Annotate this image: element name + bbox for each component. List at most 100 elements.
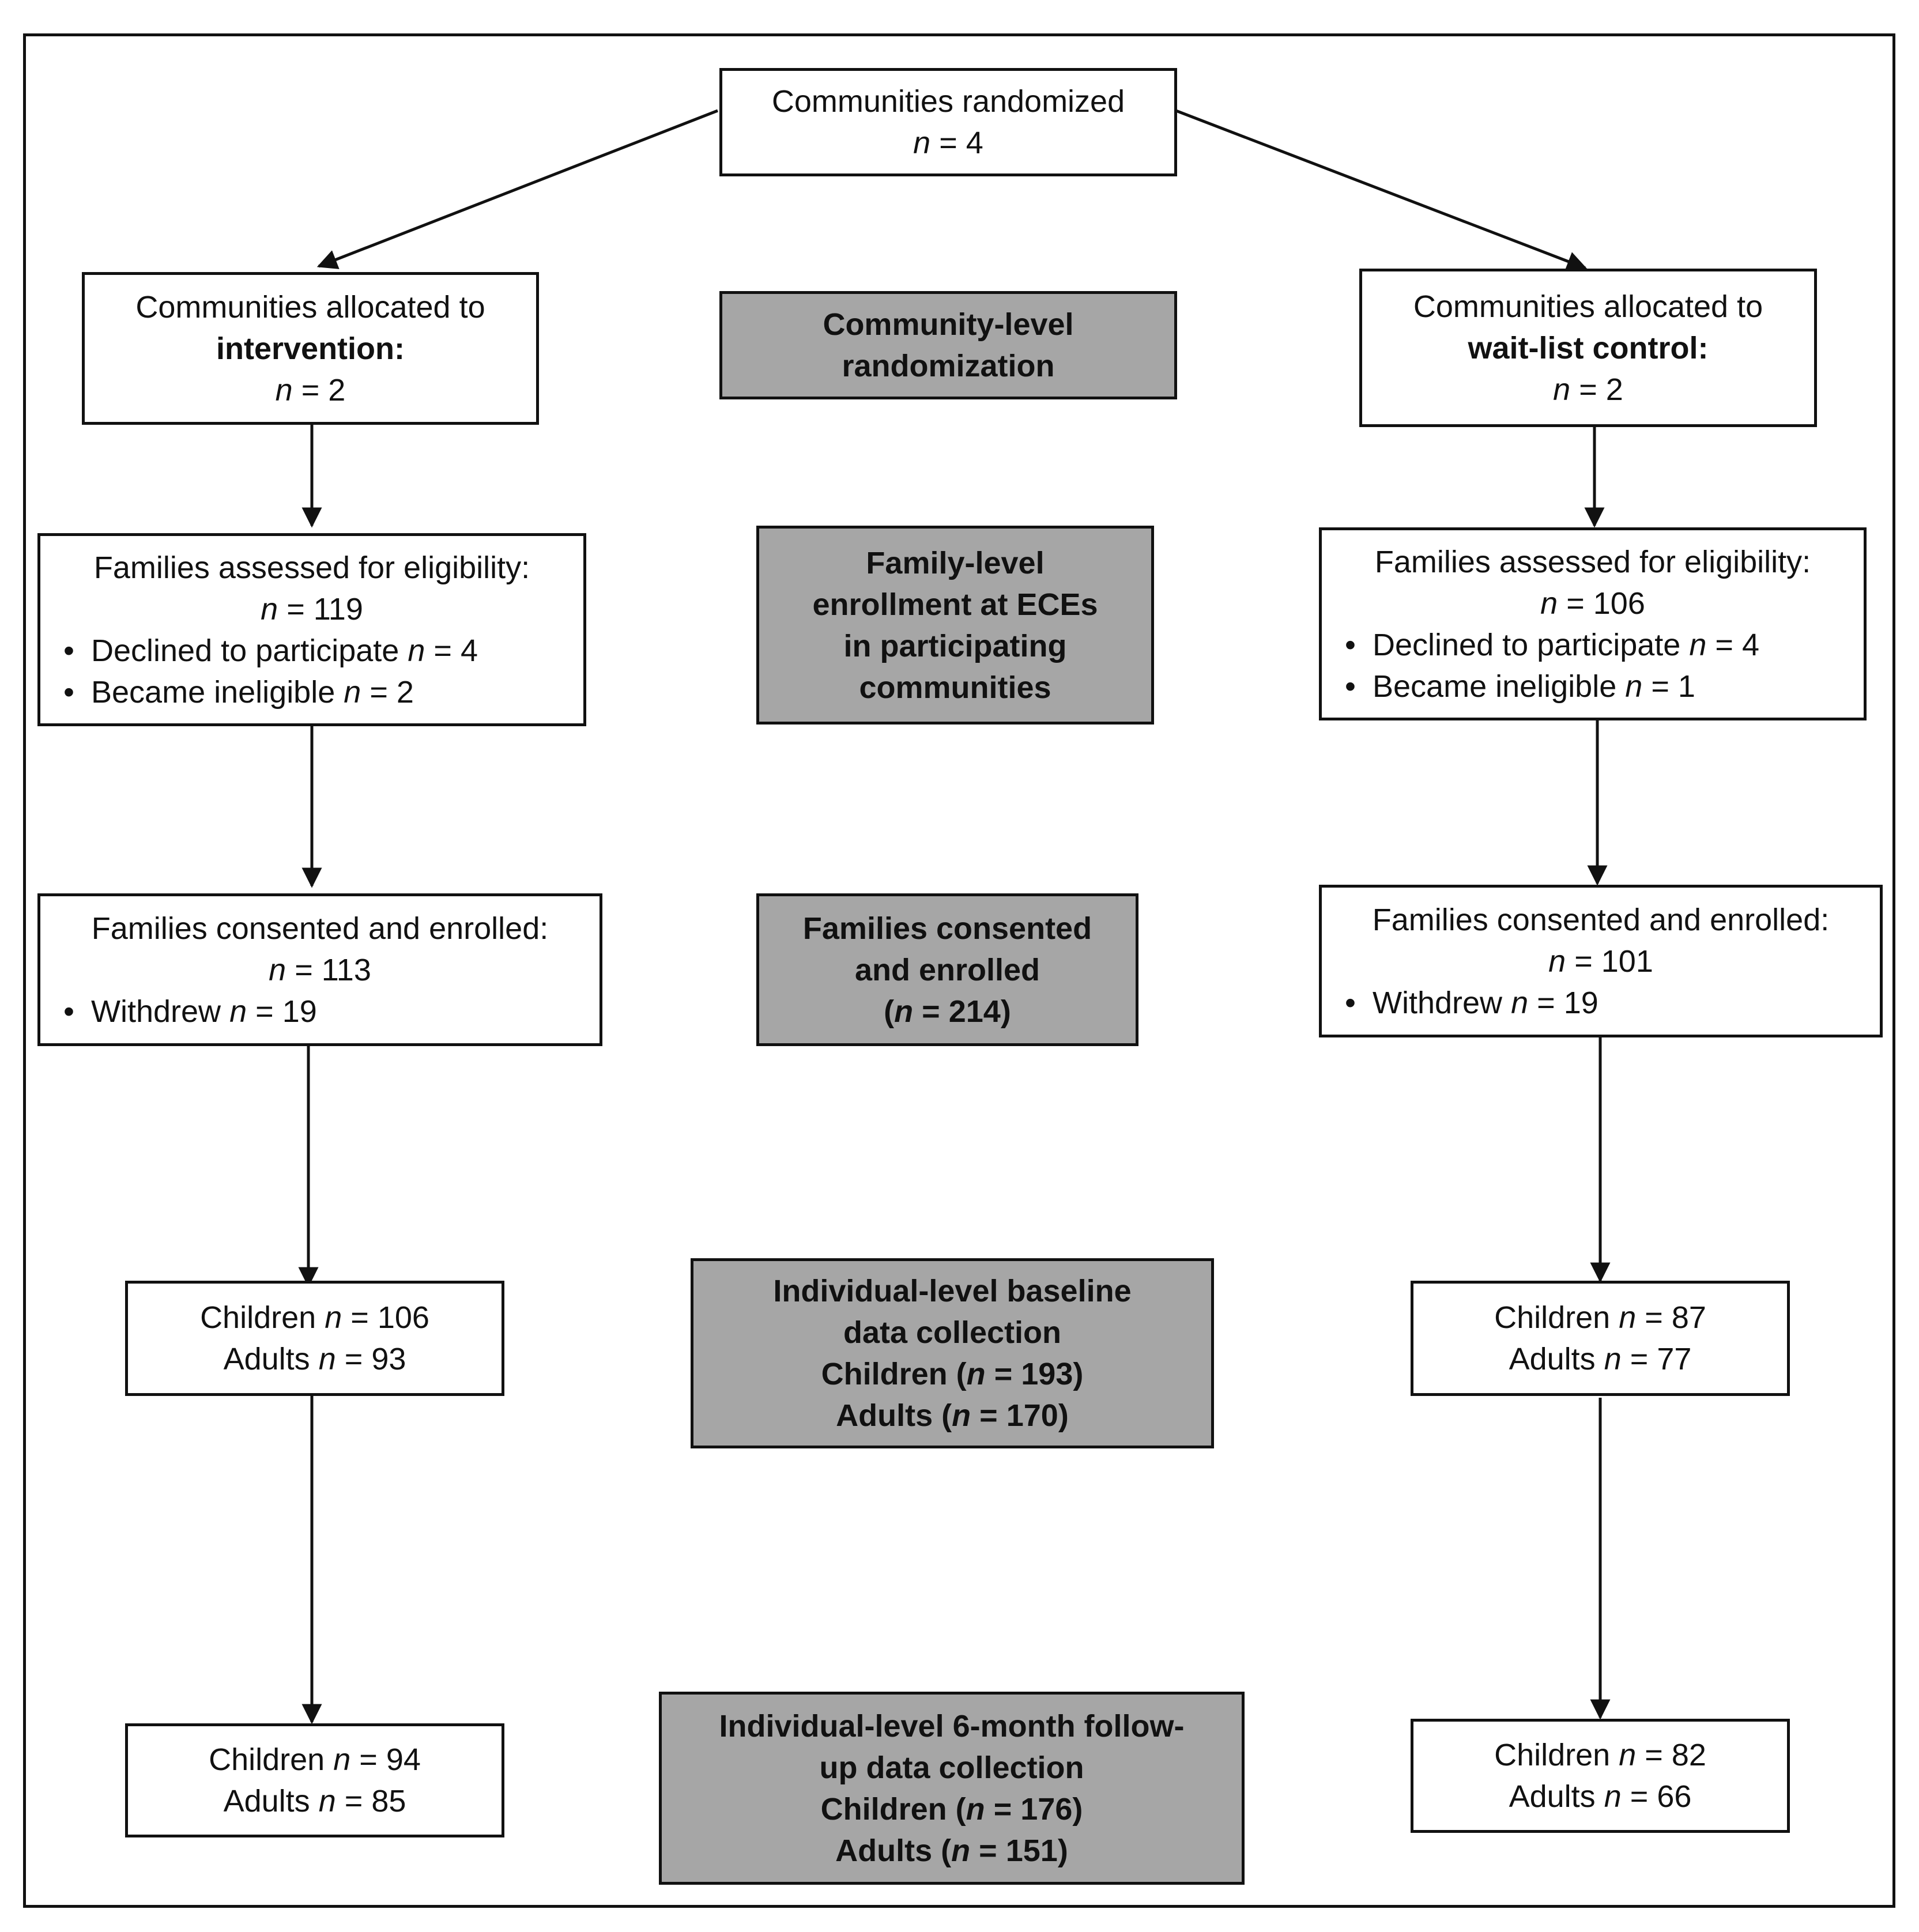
adults-label: Adults xyxy=(836,1398,933,1433)
intervention-followup-box: Children n = 94 Adults n = 85 xyxy=(125,1723,504,1837)
stage-family-line1: Family-level xyxy=(866,545,1045,580)
control-enrolled-box: Families consented and enrolled: n = 101… xyxy=(1319,885,1883,1037)
adults-label: Adults xyxy=(835,1833,933,1868)
stage-followup-children-n: 176 xyxy=(1020,1791,1073,1827)
children-label: Children xyxy=(200,1300,316,1335)
stage-baseline-adults-n: 170 xyxy=(1006,1398,1058,1433)
stage-family-line4: communities xyxy=(859,670,1051,705)
stage-baseline-line2: data collection xyxy=(843,1315,1062,1350)
arrow-randomized-to-intervention xyxy=(316,109,718,269)
equals-sign: = xyxy=(255,994,274,1029)
control-baseline-children-n: 87 xyxy=(1671,1300,1706,1335)
stage-family-line2: enrollment at ECEs xyxy=(812,587,1098,622)
n-symbol: n xyxy=(952,1398,971,1433)
stage-followup-line1: Individual-level 6-month follow- xyxy=(719,1708,1185,1744)
stage-family-box: Family-level enrollment at ECEs in parti… xyxy=(756,526,1154,724)
equals-sign: = xyxy=(1579,372,1597,407)
equals-sign: = xyxy=(295,952,313,987)
n-symbol: n xyxy=(325,1300,342,1335)
stage-consented-box: Families consented and enrolled (n = 214… xyxy=(756,893,1138,1046)
stage-community-line1: Community-level xyxy=(823,307,1074,342)
n-symbol: n xyxy=(1619,1738,1637,1772)
control-followup-box: Children n = 82 Adults n = 66 xyxy=(1411,1719,1790,1833)
equals-sign: = xyxy=(1645,1738,1663,1772)
control-allocated-n: 2 xyxy=(1605,372,1623,407)
declined-label: Declined to participate xyxy=(1373,627,1681,662)
control-group-name: wait-list control: xyxy=(1468,330,1709,365)
equals-sign: = xyxy=(939,126,957,160)
equals-sign: = xyxy=(1574,944,1593,979)
equals-sign: = xyxy=(286,591,305,627)
equals-sign: = xyxy=(344,1784,363,1818)
control-enrolled-label: Families consented and enrolled: xyxy=(1372,902,1830,937)
figure-frame xyxy=(23,33,1895,1908)
adults-label: Adults xyxy=(1509,1342,1596,1376)
stage-followup-line2: up data collection xyxy=(819,1750,1084,1785)
arrow-randomized-to-control xyxy=(1175,109,1588,271)
n-symbol: n xyxy=(318,1784,336,1818)
n-symbol: n xyxy=(1619,1300,1637,1335)
equals-sign: = xyxy=(1537,985,1555,1020)
n-symbol: n xyxy=(1604,1779,1622,1814)
intervention-ineligible-n: 2 xyxy=(396,674,414,710)
control-allocated-label: Communities allocated to xyxy=(1413,289,1763,324)
control-withdrew-n: 19 xyxy=(1563,985,1598,1020)
stage-baseline-line1: Individual-level baseline xyxy=(773,1274,1132,1308)
stage-family-line3: in participating xyxy=(843,628,1067,663)
equals-sign: = xyxy=(1630,1342,1649,1376)
stage-community-line2: randomization xyxy=(842,349,1055,383)
intervention-baseline-adults-n: 93 xyxy=(371,1342,406,1376)
n-symbol: n xyxy=(269,952,286,987)
control-eligibility-label: Families assessed for eligibility: xyxy=(1374,544,1811,579)
equals-sign: = xyxy=(350,1300,369,1335)
n-symbol: n xyxy=(318,1342,336,1376)
control-declined-n: 4 xyxy=(1741,627,1759,662)
control-allocated-box: Communities allocated to wait-list contr… xyxy=(1359,269,1817,427)
intervention-eligibility-label: Families assessed for eligibility: xyxy=(93,550,530,585)
n-symbol: n xyxy=(275,372,293,407)
equals-sign: = xyxy=(344,1342,363,1376)
intervention-group-name: intervention: xyxy=(216,331,405,366)
n-symbol: n xyxy=(966,1357,986,1391)
intervention-allocated-n: 2 xyxy=(328,372,346,407)
n-symbol: n xyxy=(966,1791,985,1827)
intervention-eligibility-n: 119 xyxy=(313,591,363,627)
n-symbol: n xyxy=(894,994,914,1029)
stage-consented-line1: Families consented xyxy=(802,911,1092,946)
intervention-withdrew-item: Withdrew n = 19 xyxy=(40,991,600,1032)
equals-sign: = xyxy=(979,1398,998,1433)
stage-followup-box: Individual-level 6-month follow- up data… xyxy=(659,1692,1245,1885)
ineligible-label: Became ineligible xyxy=(91,674,335,710)
intervention-followup-adults-n: 85 xyxy=(371,1784,406,1818)
children-label: Children xyxy=(1494,1738,1611,1772)
n-symbol: n xyxy=(1689,627,1707,662)
equals-sign: = xyxy=(922,994,940,1029)
communities-randomized-n: 4 xyxy=(966,126,983,160)
equals-sign: = xyxy=(994,1357,1013,1391)
withdrew-label: Withdrew xyxy=(91,994,221,1029)
n-symbol: n xyxy=(1604,1342,1622,1376)
n-symbol: n xyxy=(344,674,361,710)
stage-consented-n: 214 xyxy=(948,994,1001,1029)
control-enrolled-n: 101 xyxy=(1601,944,1653,979)
stage-community-box: Community-level randomization xyxy=(719,291,1177,399)
intervention-declined-item: Declined to participate n = 4 xyxy=(40,630,583,671)
control-eligibility-box: Families assessed for eligibility: n = 1… xyxy=(1319,527,1867,720)
n-symbol: n xyxy=(913,126,931,160)
n-symbol: n xyxy=(1511,985,1529,1020)
equals-sign: = xyxy=(993,1791,1012,1827)
n-symbol: n xyxy=(1540,586,1558,621)
n-symbol: n xyxy=(1548,944,1566,979)
n-symbol: n xyxy=(1625,669,1643,704)
intervention-enrolled-box: Families consented and enrolled: n = 113… xyxy=(37,893,602,1046)
n-symbol: n xyxy=(261,591,278,627)
intervention-allocated-box: Communities allocated to intervention: n… xyxy=(82,272,539,425)
intervention-ineligible-item: Became ineligible n = 2 xyxy=(40,671,583,713)
equals-sign: = xyxy=(370,674,388,710)
control-baseline-box: Children n = 87 Adults n = 77 xyxy=(1411,1281,1790,1396)
stage-baseline-box: Individual-level baseline data collectio… xyxy=(691,1258,1214,1448)
control-ineligible-n: 1 xyxy=(1677,669,1695,704)
equals-sign: = xyxy=(433,633,452,668)
ineligible-label: Became ineligible xyxy=(1373,669,1617,704)
n-symbol: n xyxy=(951,1833,971,1868)
